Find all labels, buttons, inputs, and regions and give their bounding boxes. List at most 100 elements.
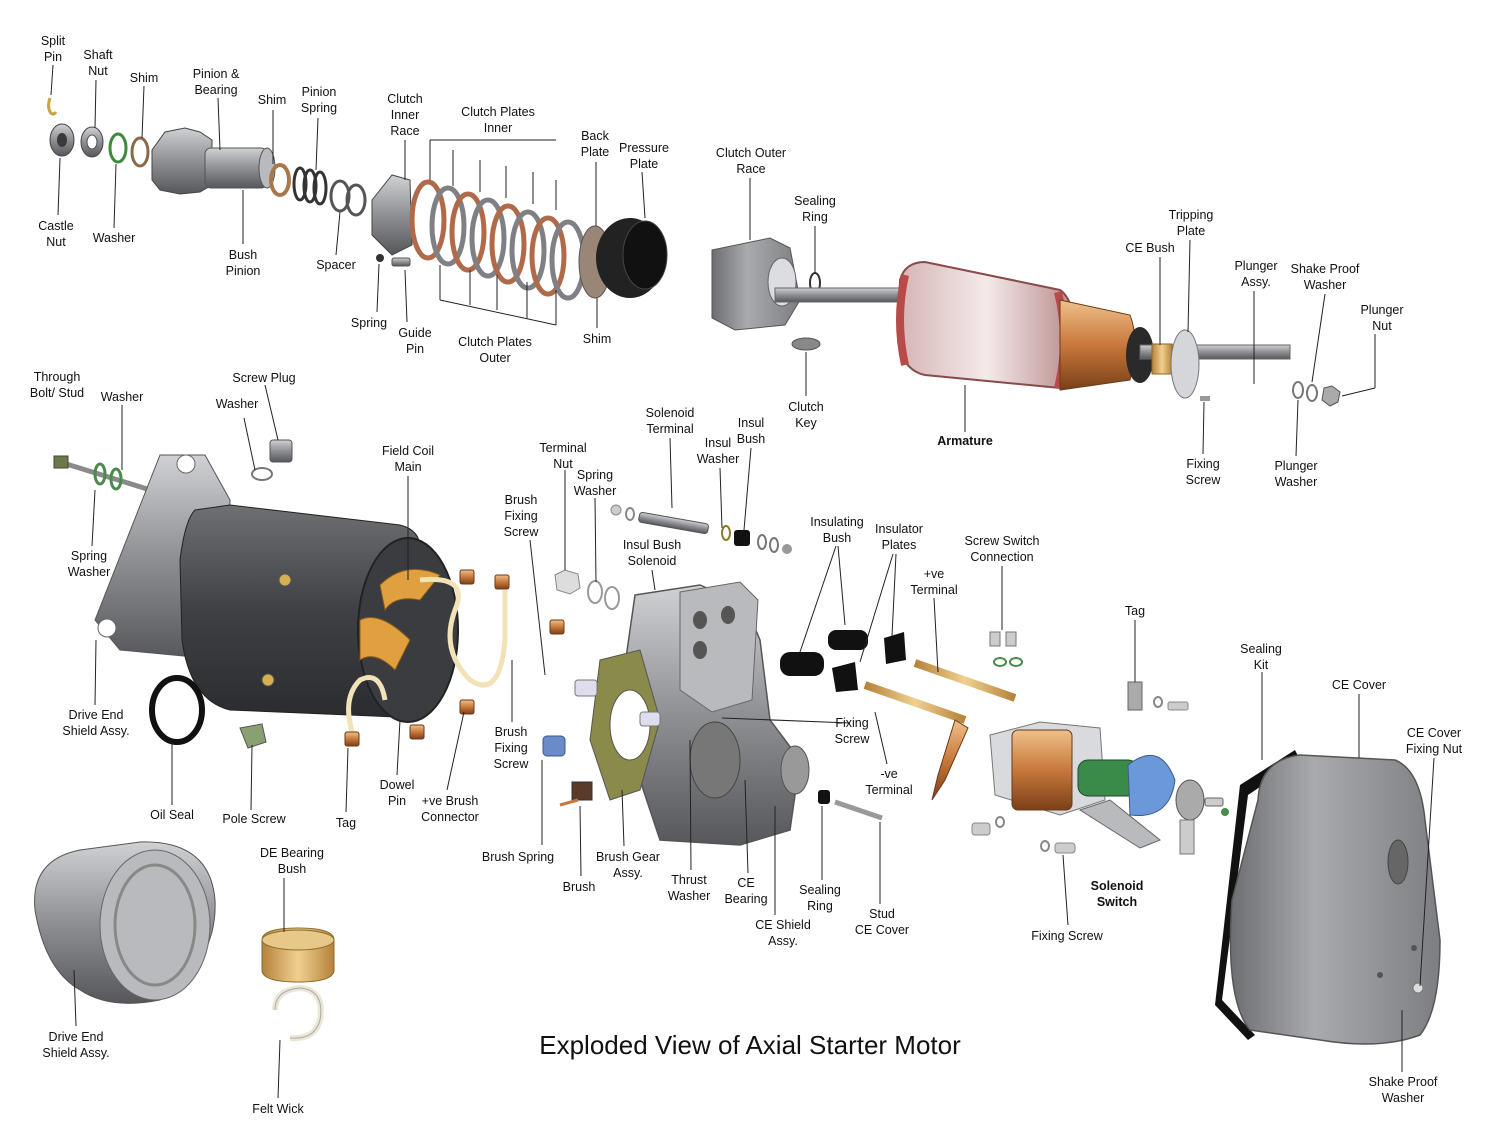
label-split-pin: Split Pin — [40, 34, 66, 64]
label-sealing-ring-1: Sealing Ring — [794, 194, 836, 224]
clutch-key-part — [791, 337, 821, 351]
stud-ce-cover-part — [818, 790, 883, 821]
label-plunger-assy: Plunger Assy. — [1234, 259, 1278, 289]
leader-lines — [50, 64, 1435, 1099]
label-washer-2: Washer — [100, 390, 144, 404]
drive-end-shield-part-2 — [34, 841, 216, 1004]
solenoid-terminal-part — [610, 504, 792, 554]
field-coil-wires-part — [344, 569, 565, 747]
label-insulating-bush: Insulating Bush — [810, 515, 864, 545]
label-spring-1: Spring — [350, 316, 388, 330]
shim-part-2 — [269, 163, 291, 197]
terminal-nut-part — [554, 569, 620, 610]
solenoid-switch-part — [989, 721, 1229, 855]
label-tripping-plate: Tripping Plate — [1168, 208, 1214, 238]
label-fixing-screw-1: Fixing Screw — [1185, 457, 1221, 487]
field-coil-yoke-part — [179, 504, 459, 723]
label-stud-ce-cover: Stud CE Cover — [854, 907, 910, 937]
label-screw-plug: Screw Plug — [232, 371, 296, 385]
label-minus-ve-terminal: -ve Terminal — [865, 767, 913, 797]
brush-spring-part — [542, 735, 566, 757]
label-solenoid-terminal: Solenoid Terminal — [645, 406, 695, 436]
label-insul-bush-1: Insul Bush — [736, 416, 766, 446]
label-shaft-nut: Shaft Nut — [83, 48, 113, 78]
sealing-kit-part — [1215, 750, 1300, 1040]
pole-screw-part — [239, 723, 267, 749]
insulating-bush-part — [780, 630, 906, 692]
label-dowel-pin: Dowel Pin — [379, 778, 415, 808]
label-pinion-bearing: Pinion & Bearing — [192, 67, 240, 97]
label-brush-fixing-screw-1: Brush Fixing Screw — [503, 493, 539, 539]
label-pressure-plate: Pressure Plate — [618, 141, 670, 171]
label-fixing-screw-2: Fixing Screw — [834, 716, 870, 746]
label-screw-switch-connection: Screw Switch Connection — [964, 534, 1040, 564]
shaft-nut-part — [80, 126, 104, 158]
label-plunger-nut: Plunger Nut — [1360, 303, 1404, 333]
label-sealing-kit: Sealing Kit — [1240, 642, 1282, 672]
label-sealing-ring-2: Sealing Ring — [799, 883, 841, 913]
diagram-title: Exploded View of Axial Starter Motor — [539, 1030, 961, 1060]
clutch-outer-race-part — [711, 237, 801, 331]
terminals-part — [863, 659, 1017, 801]
label-spacer: Spacer — [316, 258, 356, 272]
pressure-plate-part — [596, 218, 668, 298]
plunger-parts — [1292, 381, 1341, 407]
label-fixing-screw-3: Fixing Screw — [1031, 929, 1103, 943]
label-shim-3: Shim — [582, 332, 612, 346]
tag-part — [1127, 681, 1189, 711]
split-pin-part — [47, 97, 58, 116]
label-ce-cover-1: CE Cover — [1331, 678, 1387, 692]
label-shim-2: Shim — [257, 93, 287, 107]
spring-guide-pin-part — [376, 254, 411, 267]
label-armature: Armature — [937, 434, 993, 448]
pinion-spring-part — [292, 166, 328, 206]
label-washer-1: Washer — [92, 231, 136, 245]
label-oil-seal: Oil Seal — [150, 808, 194, 822]
label-drive-end-shield-1: Drive End Shield Assy. — [62, 708, 130, 738]
label-spring-washer-1: Spring Washer — [573, 468, 617, 498]
felt-wick-part — [272, 984, 324, 1042]
fixing-screw-part-1 — [1200, 396, 1210, 401]
label-brush-fixing-screw-2: Brush Fixing Screw — [493, 725, 529, 771]
label-tag-1: Tag — [1124, 604, 1146, 618]
label-insul-bush-solenoid: Insul Bush Solenoid — [622, 538, 682, 568]
screw-plug-part — [251, 439, 293, 481]
armature-part — [774, 260, 1291, 391]
brush-gear-part — [574, 649, 661, 801]
clutch-inner-race-part — [371, 174, 413, 256]
clutch-plates-part — [409, 179, 587, 301]
label-clutch-outer-race: Clutch Outer Race — [715, 146, 787, 176]
label-brush-gear-assy: Brush Gear Assy. — [596, 850, 660, 880]
label-field-coil-main: Field Coil Main — [381, 444, 435, 474]
ce-bush-part — [1151, 343, 1173, 375]
pinion-bearing-part — [151, 127, 276, 195]
label-brush: Brush — [562, 880, 596, 894]
label-clutch-plates-inner: Clutch Plates Inner — [461, 105, 535, 135]
washer-part-1 — [108, 132, 128, 164]
label-spring-washer-2: Spring Washer — [67, 549, 111, 579]
label-insul-washer: Insul Washer — [696, 436, 740, 466]
de-bearing-bush-part — [261, 927, 335, 983]
label-ce-cover-fixing-nut: CE Cover Fixing Nut — [1405, 726, 1463, 756]
label-plunger-washer: Plunger Washer — [1274, 459, 1318, 489]
fixing-screw-part-3 — [971, 816, 1076, 854]
ce-shield-part — [619, 581, 810, 846]
label-tag-2: Tag — [335, 816, 357, 830]
shim-part-1 — [130, 136, 150, 168]
label-felt-wick: Felt Wick — [252, 1102, 304, 1116]
label-through-bolt: Through Bolt/ Stud — [29, 370, 85, 400]
screw-switch-connection-part — [989, 631, 1023, 667]
label-pole-screw: Pole Screw — [222, 812, 286, 826]
label-guide-pin: Guide Pin — [398, 326, 432, 356]
label-washer-3: Washer — [215, 397, 259, 411]
label-insulator-plates: Insulator Plates — [875, 522, 923, 552]
label-pinion-spring: Pinion Spring — [300, 85, 338, 115]
brush-part — [559, 781, 593, 807]
label-ce-shield-assy: CE Shield Assy. — [755, 918, 811, 948]
label-back-plate: Back Plate — [580, 129, 610, 159]
label-shake-proof-washer-2: Shake Proof Washer — [1368, 1075, 1438, 1105]
label-shake-proof-washer-1: Shake Proof Washer — [1290, 262, 1360, 292]
label-shim-1: Shim — [129, 71, 159, 85]
